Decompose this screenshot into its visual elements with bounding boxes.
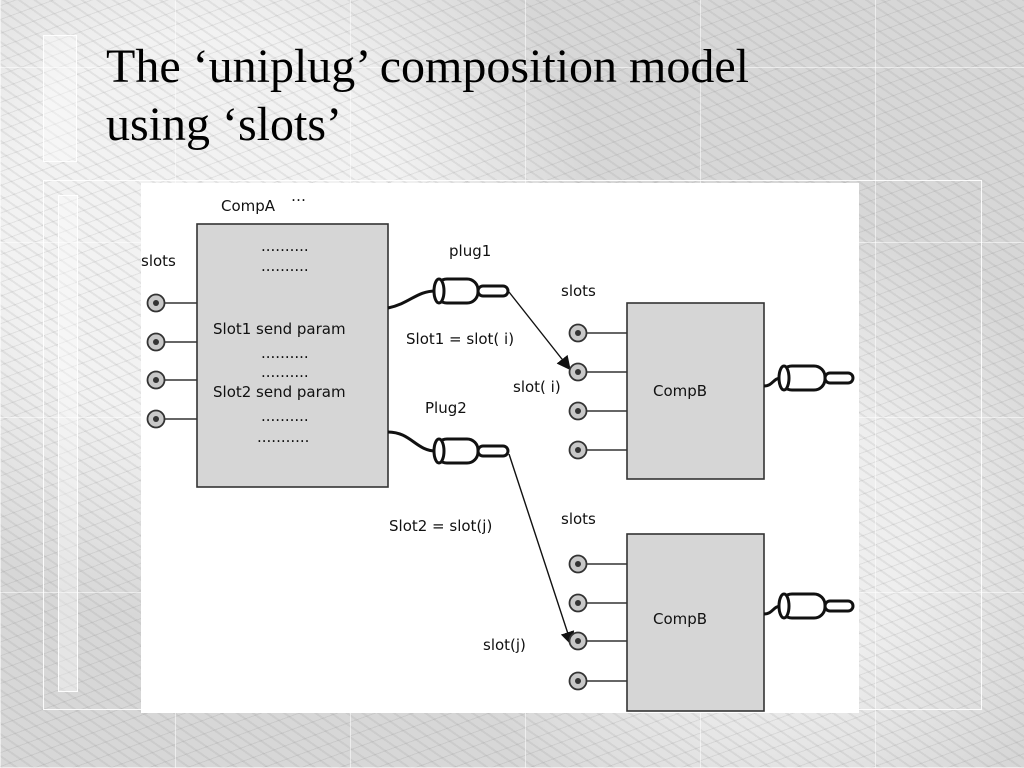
title-line-2: using ‘slots’ bbox=[106, 98, 343, 151]
uniplug-diagram: CompA … .......... .......... Slot1 send… bbox=[141, 187, 855, 712]
comp-a-line-5: .......... bbox=[261, 363, 309, 381]
comp-b-top-name: CompB bbox=[653, 382, 707, 400]
comp-b-bottom-slots-label: slots bbox=[561, 510, 596, 528]
comp-b-bottom-box bbox=[626, 533, 765, 712]
comp-b-top: slots CompB slot( i) bbox=[513, 282, 855, 480]
comp-b-bottom-slot-1 bbox=[568, 554, 627, 574]
plug-1-label: plug1 bbox=[449, 242, 491, 260]
comp-a-line-2: .......... bbox=[261, 257, 309, 275]
comp-a-line-slot2: Slot2 send param bbox=[213, 383, 346, 401]
comp-a-line-7: .......... bbox=[261, 407, 309, 425]
comp-a: CompA … .......... .......... Slot1 send… bbox=[141, 187, 389, 488]
comp-b-top-slot-2 bbox=[568, 362, 627, 382]
comp-b-bottom-slot-2 bbox=[568, 593, 627, 613]
comp-b-bottom-slot-4 bbox=[568, 671, 627, 691]
comp-b-top-slot-3 bbox=[568, 401, 627, 421]
comp-a-slot-2 bbox=[146, 332, 197, 352]
comp-a-name: CompA bbox=[221, 197, 276, 215]
comp-b-top-slots-label: slots bbox=[561, 282, 596, 300]
comp-b-bottom-name: CompB bbox=[653, 610, 707, 628]
comp-b-top-box bbox=[626, 302, 765, 480]
decorative-bar-top bbox=[43, 35, 77, 162]
comp-b-bottom-plug bbox=[763, 592, 855, 620]
plug-2: Plug2 bbox=[387, 399, 510, 465]
comp-a-slot-3 bbox=[146, 370, 197, 390]
comp-b-top-target-label: slot( i) bbox=[513, 378, 561, 396]
plug-2-label: Plug2 bbox=[425, 399, 467, 417]
comp-b-top-slot-4 bbox=[568, 440, 627, 460]
comp-b-bottom: slots CompB slot(j) bbox=[483, 510, 855, 712]
slide-title: The ‘uniplug’ composition model using ‘s… bbox=[106, 38, 926, 154]
comp-a-slot-1 bbox=[146, 293, 197, 313]
title-line-1: The ‘uniplug’ composition model bbox=[106, 40, 750, 93]
comp-a-line-4: .......... bbox=[261, 344, 309, 362]
diagram-panel: CompA … .......... .......... Slot1 send… bbox=[141, 183, 859, 713]
comp-a-slots-label: slots bbox=[141, 252, 176, 270]
link-2-label: Slot2 = slot(j) bbox=[389, 517, 492, 535]
comp-b-top-slot-1 bbox=[568, 323, 627, 343]
link-arrow-2 bbox=[508, 453, 575, 646]
comp-a-box bbox=[196, 223, 389, 488]
plug-1: plug1 bbox=[387, 242, 510, 310]
comp-a-slot-4 bbox=[146, 409, 197, 429]
comp-b-top-plug bbox=[763, 364, 855, 392]
comp-a-line-1: .......... bbox=[261, 237, 309, 255]
comp-a-line-slot1: Slot1 send param bbox=[213, 320, 346, 338]
decorative-bar-left bbox=[58, 195, 78, 692]
link-1-label: Slot1 = slot( i) bbox=[406, 330, 514, 348]
comp-b-bottom-slot-3 bbox=[568, 631, 627, 651]
comp-b-bottom-target-label: slot(j) bbox=[483, 636, 526, 654]
comp-a-dots: … bbox=[291, 187, 306, 205]
link-arrow-1 bbox=[508, 291, 571, 371]
comp-a-line-8: ........... bbox=[257, 428, 309, 446]
